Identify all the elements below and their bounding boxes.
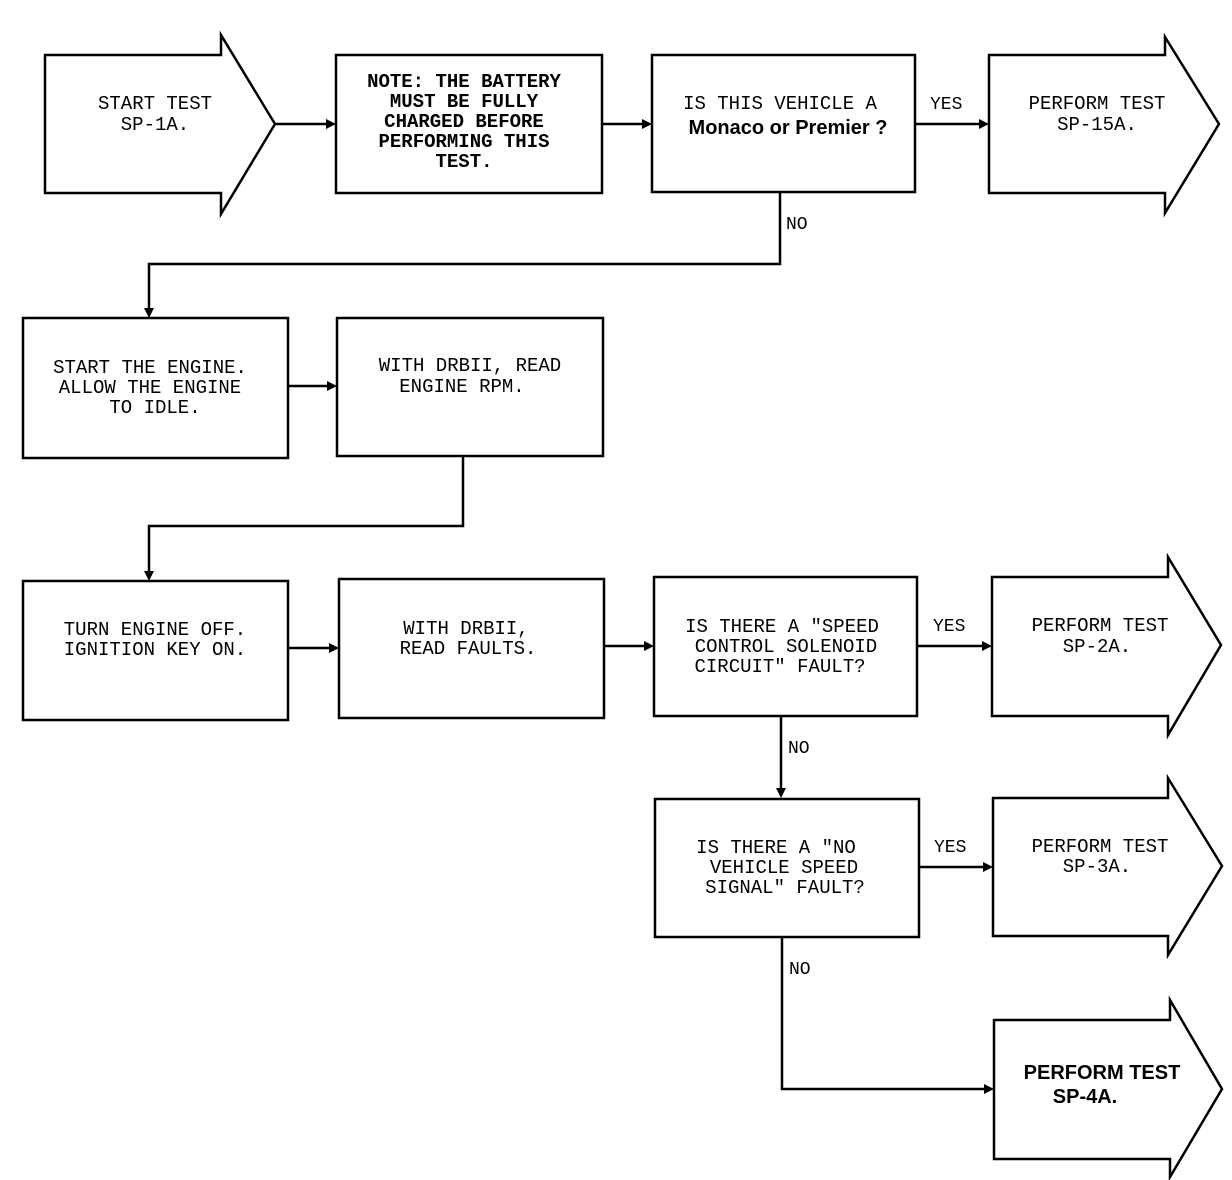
perform-15a-line-2: SP-15A. <box>1057 114 1137 136</box>
solenoid-question-line-1: IS THERE A "SPEED <box>685 616 879 638</box>
connector-vehicle-no <box>147 192 782 310</box>
battery-note-line-5: TEST. <box>435 151 492 173</box>
perform-15a-line-1: PERFORM TEST <box>1029 93 1166 115</box>
arrowhead-read-faults-to-solenoid-question <box>644 641 654 651</box>
start-engine-box: START THE ENGINE. ALLOW THE ENGINE TO ID… <box>21 316 290 460</box>
perform-test-sp-3a-arrow: PERFORM TEST SP-3A. <box>991 773 1224 960</box>
arrowhead-speed-yes <box>983 862 993 872</box>
perform-2a-line-2: SP-2A. <box>1063 636 1131 658</box>
read-faults-line-1: WITH DRBII, <box>403 618 528 640</box>
start-engine-line-1: START THE ENGINE. <box>53 357 247 379</box>
read-rpm-line-2: ENGINE RPM. <box>399 376 524 398</box>
connector-read-rpm-to-turn-off <box>147 456 465 573</box>
start-engine-line-2: ALLOW THE ENGINE <box>59 377 241 399</box>
solenoid-no-label: NO <box>788 739 810 759</box>
vehicle-yes-label: YES <box>930 95 962 115</box>
perform-test-sp-2a-arrow: PERFORM TEST SP-2A. <box>990 552 1223 740</box>
start-test-arrow: START TEST SP-1A. <box>43 30 277 219</box>
read-rpm-box: WITH DRBII, READ ENGINE RPM. <box>335 316 605 458</box>
battery-note-line-1: NOTE: THE BATTERY <box>367 71 561 93</box>
speed-question-line-1: IS THERE A "NO <box>696 837 856 859</box>
start-test-line-2: SP-1A. <box>121 114 189 136</box>
turn-engine-off-box: TURN ENGINE OFF. IGNITION KEY ON. <box>21 579 290 722</box>
arrowhead-vehicle-no <box>144 308 154 318</box>
vehicle-question-line-1: IS THIS VEHICLE A <box>683 93 877 115</box>
battery-note-line-3: CHARGED BEFORE <box>384 111 544 133</box>
turn-off-line-1: TURN ENGINE OFF. <box>64 619 246 641</box>
arrowhead-note-to-vehicle-question <box>642 119 652 129</box>
arrowhead-read-rpm-to-turn-off <box>144 571 154 581</box>
start-engine-line-3: TO IDLE. <box>109 397 200 419</box>
read-faults-box: WITH DRBII, READ FAULTS. <box>337 577 606 720</box>
speed-no-label: NO <box>789 960 811 980</box>
arrowhead-speed-no <box>984 1084 994 1094</box>
arrowhead-solenoid-yes <box>982 641 992 651</box>
read-rpm-line-1: WITH DRBII, READ <box>379 355 561 377</box>
read-faults-line-2: READ FAULTS. <box>400 638 537 660</box>
speed-signal-question-box: IS THERE A "NO VEHICLE SPEED SIGNAL" FAU… <box>653 797 921 939</box>
start-test-line-1: START TEST <box>98 93 212 115</box>
vehicle-question-box: IS THIS VEHICLE A Monaco or Premier ? <box>650 53 917 194</box>
vehicle-no-label: NO <box>786 215 808 235</box>
battery-note-line-4: PERFORMING THIS <box>378 131 549 153</box>
arrowhead-solenoid-no <box>776 788 786 798</box>
perform-4a-line-1: PERFORM TEST <box>1024 1062 1181 1084</box>
perform-4a-line-2: SP-4A. <box>1053 1086 1117 1108</box>
perform-3a-line-1: PERFORM TEST <box>1032 836 1169 858</box>
perform-3a-line-2: SP-3A. <box>1063 856 1131 878</box>
perform-2a-line-1: PERFORM TEST <box>1032 615 1169 637</box>
solenoid-fault-question-box: IS THERE A "SPEED CONTROL SOLENOID CIRCU… <box>652 575 919 718</box>
perform-test-sp-15a-arrow: PERFORM TEST SP-15A. <box>987 32 1221 218</box>
perform-test-sp-4a-arrow: PERFORM TEST SP-4A. <box>992 995 1224 1180</box>
speed-question-line-2: VEHICLE SPEED <box>710 857 858 879</box>
solenoid-question-line-3: CIRCUIT" FAULT? <box>694 656 865 678</box>
connector-speed-no <box>780 937 986 1091</box>
arrowhead-start-engine-to-read-rpm <box>327 381 337 391</box>
vehicle-question-line-2: Monaco or Premier ? <box>689 117 888 139</box>
arrowhead-start-to-note <box>326 119 336 129</box>
battery-note-line-2: MUST BE FULLY <box>390 91 539 113</box>
arrowhead-vehicle-yes <box>979 119 989 129</box>
speed-question-line-3: SIGNAL" FAULT? <box>705 877 865 899</box>
speed-yes-label: YES <box>934 838 966 858</box>
solenoid-yes-label: YES <box>933 617 965 637</box>
solenoid-question-line-2: CONTROL SOLENOID <box>695 636 877 658</box>
battery-note-box: NOTE: THE BATTERY MUST BE FULLY CHARGED … <box>334 53 604 195</box>
turn-off-line-2: IGNITION KEY ON. <box>64 639 246 661</box>
arrowhead-turn-off-to-read-faults <box>329 643 339 653</box>
